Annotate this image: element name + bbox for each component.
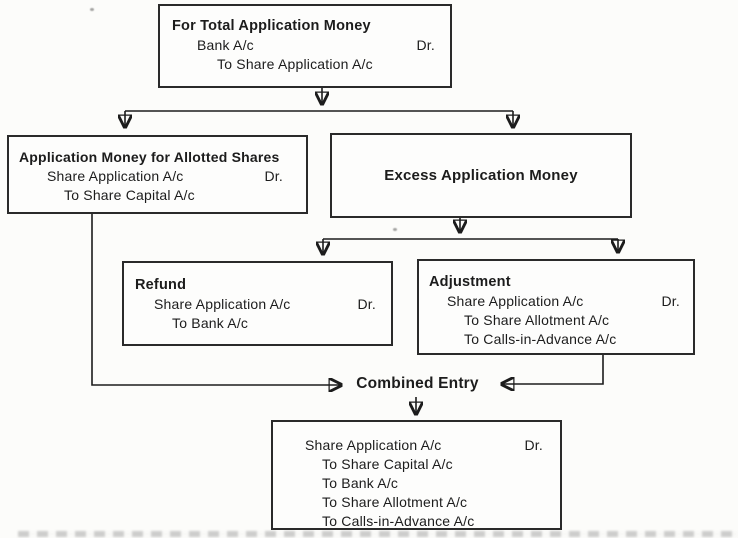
journal-debit-line: Bank A/c Dr. [160,36,450,55]
debit-abbrev: Dr. [524,437,543,453]
debit-abbrev: Dr. [357,296,376,312]
connector-adjustment-to-combined [503,355,604,384]
combined-entry-box: Share Application A/c Dr. To Share Capit… [271,420,562,530]
debit-abbrev: Dr. [416,37,435,53]
credit-line: To Share Allotment A/c [322,494,468,510]
journal-debit-line: Share Application A/c Dr. [124,295,391,314]
allotted-shares-box: Application Money for Allotted Shares Sh… [7,135,308,214]
journal-debit-line: Share Application A/c Dr. [419,292,693,311]
debit-account: Share Application A/c [154,296,291,312]
page-crop-artifact [18,531,738,537]
excess-application-money-box: Excess Application Money [330,133,632,218]
credit-line: To Share Application A/c [217,56,373,72]
credit-line: To Bank A/c [172,315,249,331]
credit-line: To Calls-in-Advance A/c [464,331,617,347]
scan-speck [393,228,397,231]
debit-abbrev: Dr. [661,293,680,309]
refund-box: Refund Share Application A/c Dr. To Bank… [122,261,393,346]
debit-account: Bank A/c [197,37,254,53]
debit-account: Share Application A/c [305,437,442,453]
total-box-title: For Total Application Money [172,18,371,34]
adjustment-box: Adjustment Share Application A/c Dr. To … [417,259,695,355]
journal-debit-line: Share Application A/c Dr. [9,167,306,186]
excess-box-title: Excess Application Money [384,167,578,184]
credit-line: To Bank A/c [322,475,399,491]
debit-abbrev: Dr. [264,168,283,184]
combined-entry-label: Combined Entry [356,375,479,392]
scan-speck [90,8,94,11]
adjustment-box-title: Adjustment [429,274,511,290]
credit-line: To Share Capital A/c [64,187,195,203]
refund-box-title: Refund [135,277,187,293]
debit-account: Share Application A/c [47,168,184,184]
credit-line: To Share Capital A/c [322,456,453,472]
total-application-money-box: For Total Application Money Bank A/c Dr.… [158,4,452,88]
credit-line: To Share Allotment A/c [464,312,610,328]
credit-line: To Calls-in-Advance A/c [322,513,475,529]
journal-debit-line: Share Application A/c Dr. [273,436,560,455]
debit-account: Share Application A/c [447,293,584,309]
allotted-box-title: Application Money for Allotted Shares [19,149,280,165]
